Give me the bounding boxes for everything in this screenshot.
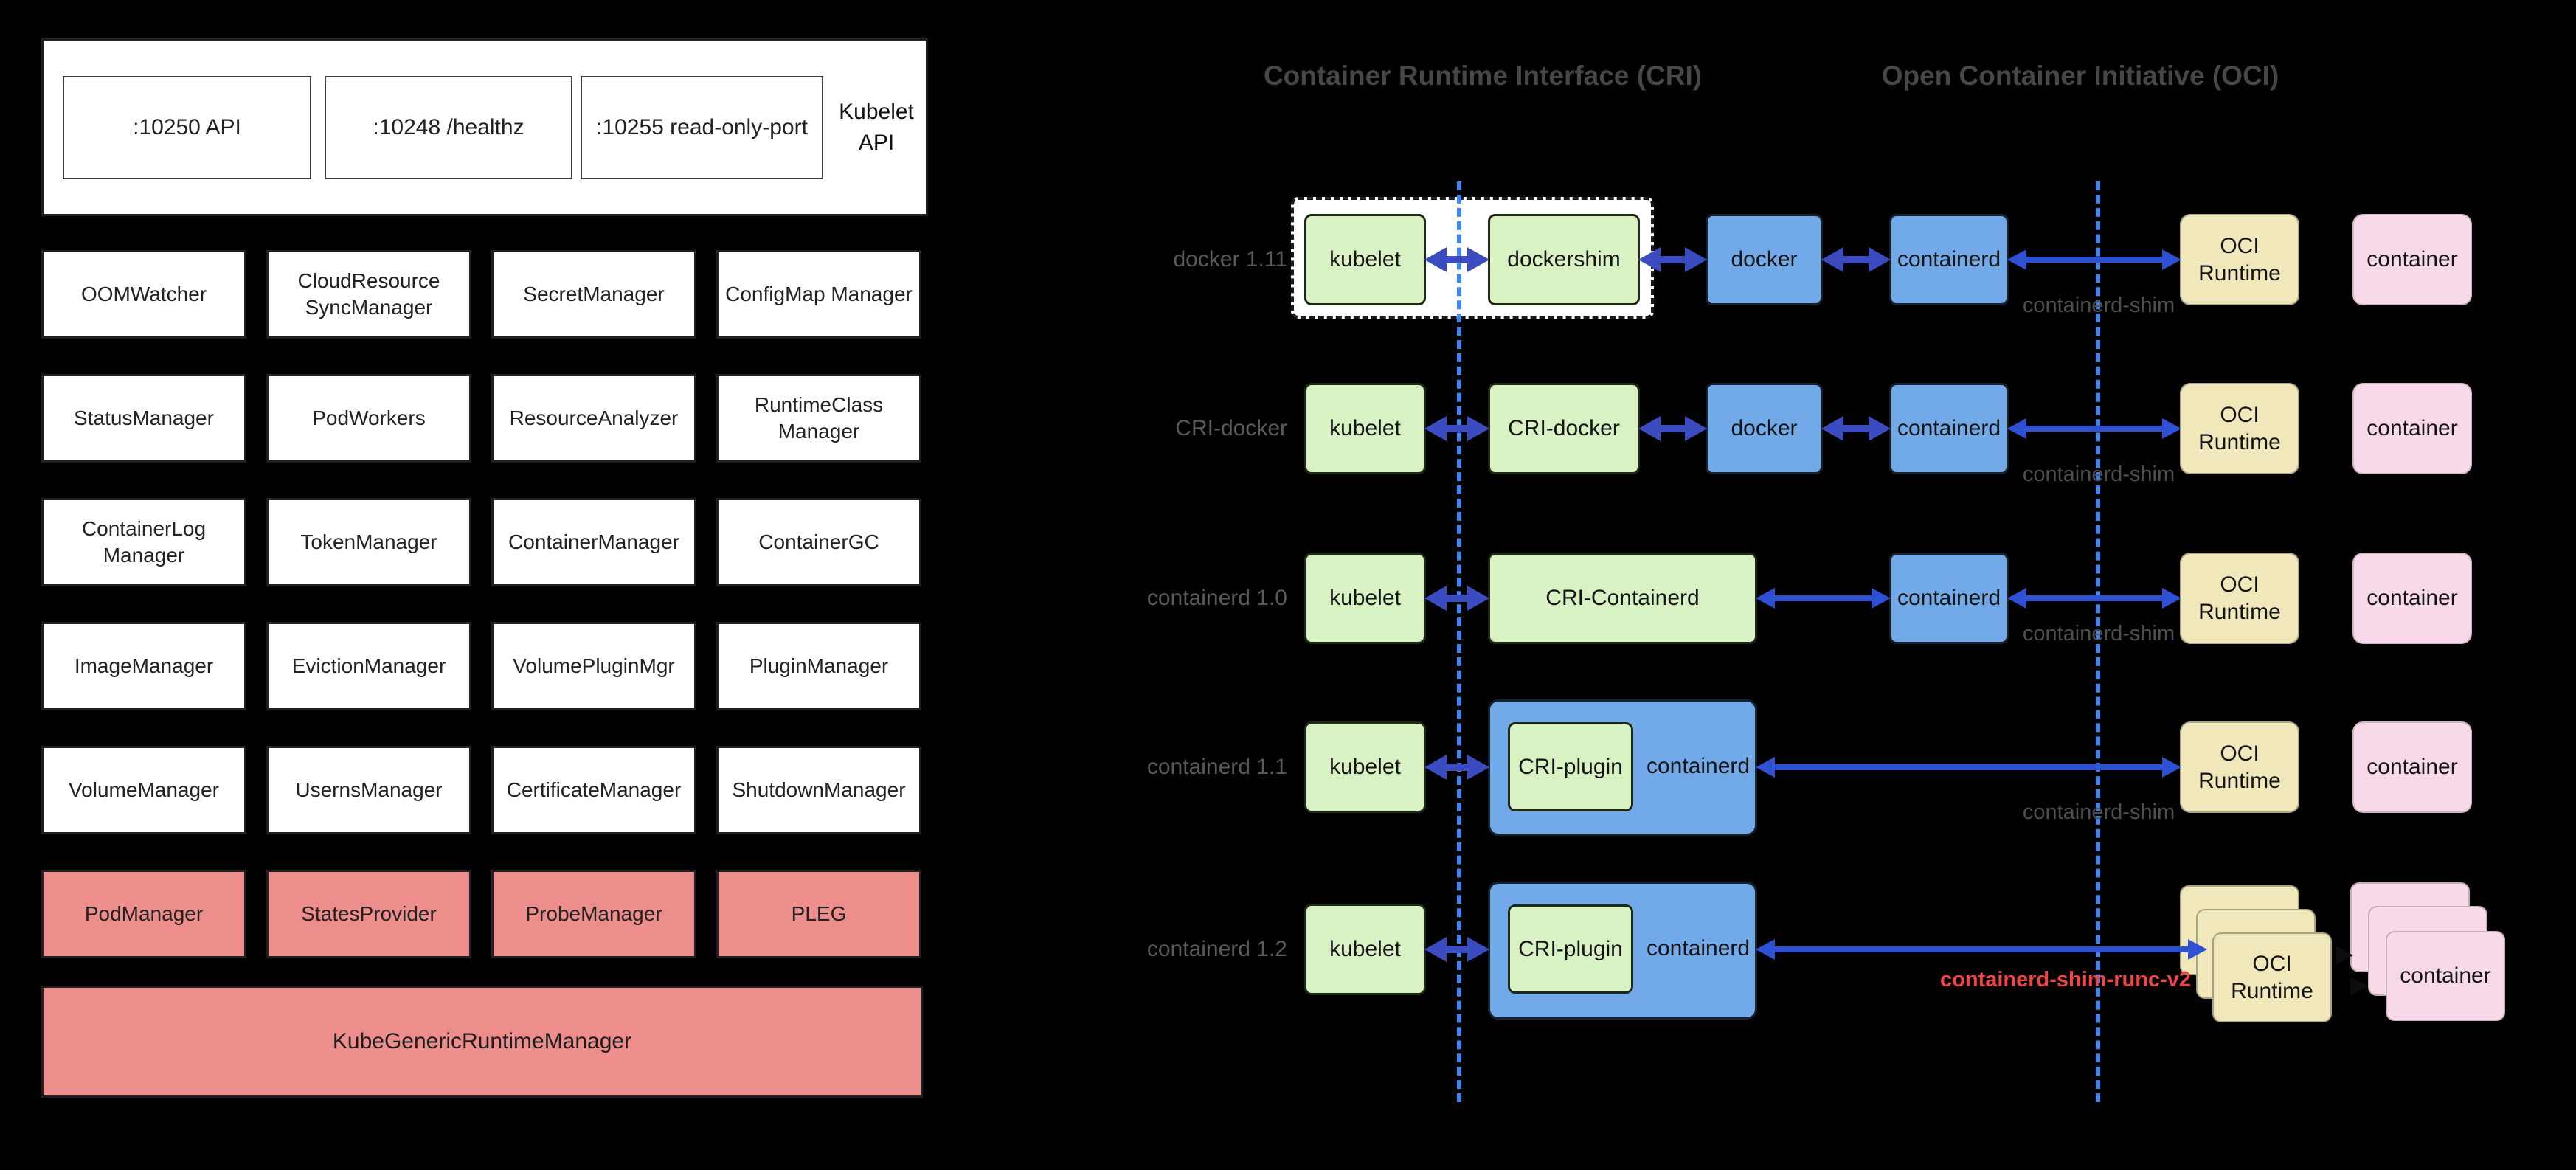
manager-box: ContainerGC (716, 498, 921, 586)
port-box-10255: :10255 read-only-port (581, 76, 823, 179)
containerd-inner-label: containerd (1647, 936, 1751, 960)
port-label: :10255 read-only-port (596, 115, 808, 139)
box-kubelet: kubelet (1304, 904, 1426, 995)
manager-box: OOMWatcher (41, 250, 246, 339)
manager-box: StatusManager (41, 374, 246, 463)
box-cri-containerd: CRI-Containerd (1488, 553, 1757, 644)
box-container: container (2352, 553, 2472, 644)
box-containerd: containerd (1889, 383, 2009, 474)
manager-box: SecretManager (491, 250, 696, 339)
containerd-shim-label: containerd-shim (2022, 463, 2175, 486)
box-kubelet: kubelet (1304, 553, 1426, 644)
box-oci-runtime: OCI Runtime (2180, 214, 2299, 305)
kubelet-api-panel: :10250 API :10248 /healthz :10255 read-o… (41, 38, 928, 216)
oci-boundary-line (2096, 181, 2100, 1102)
oci-runtime-card-front: OCI Runtime (2212, 932, 2332, 1022)
cri-boundary-line (1457, 181, 1461, 1102)
row-label-containerd-1-0: containerd 1.0 (1146, 586, 1287, 610)
port-label: :10248 /healthz (373, 115, 524, 139)
manager-box-red: PodManager (41, 870, 246, 958)
manager-box: TokenManager (266, 498, 471, 586)
box-oci-runtime: OCI Runtime (2180, 721, 2299, 813)
manager-box-red: StatesProvider (266, 870, 471, 958)
manager-box: ContainerLog Manager (41, 498, 246, 586)
manager-box-red: PLEG (716, 870, 921, 958)
manager-box: ConfigMap Manager (716, 250, 921, 339)
mini-arrow-oci-container (2350, 977, 2368, 996)
kube-generic-runtime-manager-box: KubeGenericRuntimeManager (41, 986, 923, 1098)
box-oci-runtime: OCI Runtime (2180, 553, 2299, 644)
oci-title: Open Container Initiative (OCI) (1881, 60, 2279, 91)
row-label-cri-docker: CRI-docker (1175, 416, 1287, 440)
containerd-shim-runc-v2-label: containerd-shim-runc-v2 (1940, 968, 2191, 991)
box-container: container (2352, 214, 2472, 305)
containerd-shim-label: containerd-shim (2022, 622, 2175, 645)
box-docker: docker (1706, 383, 1823, 474)
containerd-shim-label: containerd-shim (2022, 294, 2175, 317)
box-cri-docker: CRI-docker (1488, 383, 1640, 474)
manager-grid: OOMWatcher CloudResource SyncManager Sec… (41, 250, 921, 958)
box-kubelet: kubelet (1304, 383, 1426, 474)
box-container: container (2352, 721, 2472, 813)
manager-box: VolumeManager (41, 746, 246, 834)
manager-box: RuntimeClass Manager (716, 374, 921, 463)
box-containerd: containerd (1889, 214, 2009, 305)
manager-box: CloudResource SyncManager (266, 250, 471, 339)
manager-box: VolumePluginMgr (491, 622, 696, 710)
manager-box: PodWorkers (266, 374, 471, 463)
manager-box: ShutdownManager (716, 746, 921, 834)
box-cri-plugin: CRI-plugin (1508, 904, 1633, 994)
port-box-10250: :10250 API (63, 76, 311, 179)
box-cri-plugin: CRI-plugin (1508, 722, 1633, 811)
port-label: :10250 API (133, 115, 241, 139)
box-kubelet: kubelet (1304, 214, 1426, 305)
manager-box: ContainerManager (491, 498, 696, 586)
kubelet-api-title: Kubelet API (839, 100, 914, 155)
manager-box: ResourceAnalyzer (491, 374, 696, 463)
manager-box: UsernsManager (266, 746, 471, 834)
mini-arrow-oci-container (2336, 946, 2353, 965)
box-kubelet: kubelet (1304, 721, 1426, 813)
manager-box: EvictionManager (266, 622, 471, 710)
row-label-docker-1-11: docker 1.11 (1173, 247, 1287, 271)
manager-box-red: ProbeManager (491, 870, 696, 958)
box-containerd: containerd (1889, 553, 2009, 644)
box-dockershim: dockershim (1488, 214, 1640, 305)
manager-box: PluginManager (716, 622, 921, 710)
container-card-front: container (2386, 931, 2505, 1021)
cri-title: Container Runtime Interface (CRI) (1263, 60, 1703, 91)
containerd-shim-label: containerd-shim (2022, 800, 2175, 824)
row-label-containerd-1-1: containerd 1.1 (1146, 755, 1287, 779)
box-container: container (2352, 383, 2472, 474)
manager-box: CertificateManager (491, 746, 696, 834)
box-docker: docker (1706, 214, 1823, 305)
containerd-inner-label: containerd (1647, 754, 1751, 778)
manager-box: ImageManager (41, 622, 246, 710)
row-label-containerd-1-2: containerd 1.2 (1146, 937, 1287, 961)
box-oci-runtime: OCI Runtime (2180, 383, 2299, 474)
port-box-10248: :10248 /healthz (325, 76, 572, 179)
